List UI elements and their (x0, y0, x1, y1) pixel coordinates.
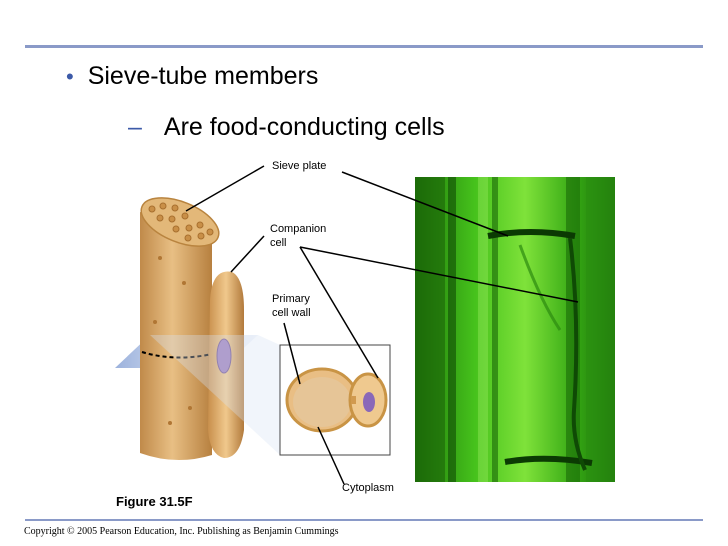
label-primary-line2: cell wall (272, 307, 311, 319)
label-companion-cell: Companion cell (270, 222, 326, 250)
label-sieve-plate: Sieve plate (272, 160, 327, 172)
cross-section-inset (150, 335, 391, 456)
bottom-rule (25, 519, 703, 521)
bullet-text: Sieve-tube members (87, 62, 319, 90)
figure-caption: Figure 31.5F (116, 494, 193, 509)
label-companion-line2: cell (270, 237, 287, 249)
label-companion-line1: Companion (270, 223, 327, 235)
bullet-sieve-tube-members: • Sieve-tube members (66, 62, 318, 91)
dash-icon: – (128, 113, 142, 141)
sub-bullet-text: Are food-conducting cells (163, 113, 445, 141)
pointer-lines (185, 165, 579, 485)
top-rule (25, 45, 703, 48)
micrograph-image (415, 177, 615, 482)
sieve-tube-member (140, 197, 220, 461)
label-primary-line1: Primary (272, 293, 310, 305)
sub-bullet-food-conducting: –Are food-conducting cells (128, 113, 445, 142)
label-cytoplasm: Cytoplasm (342, 482, 394, 494)
copyright-footer: Copyright © 2005 Pearson Education, Inc.… (24, 526, 339, 537)
companion-cell (208, 271, 244, 458)
label-primary-cell-wall: Primary cell wall (272, 292, 311, 320)
bullet-dot-icon: • (66, 64, 74, 89)
